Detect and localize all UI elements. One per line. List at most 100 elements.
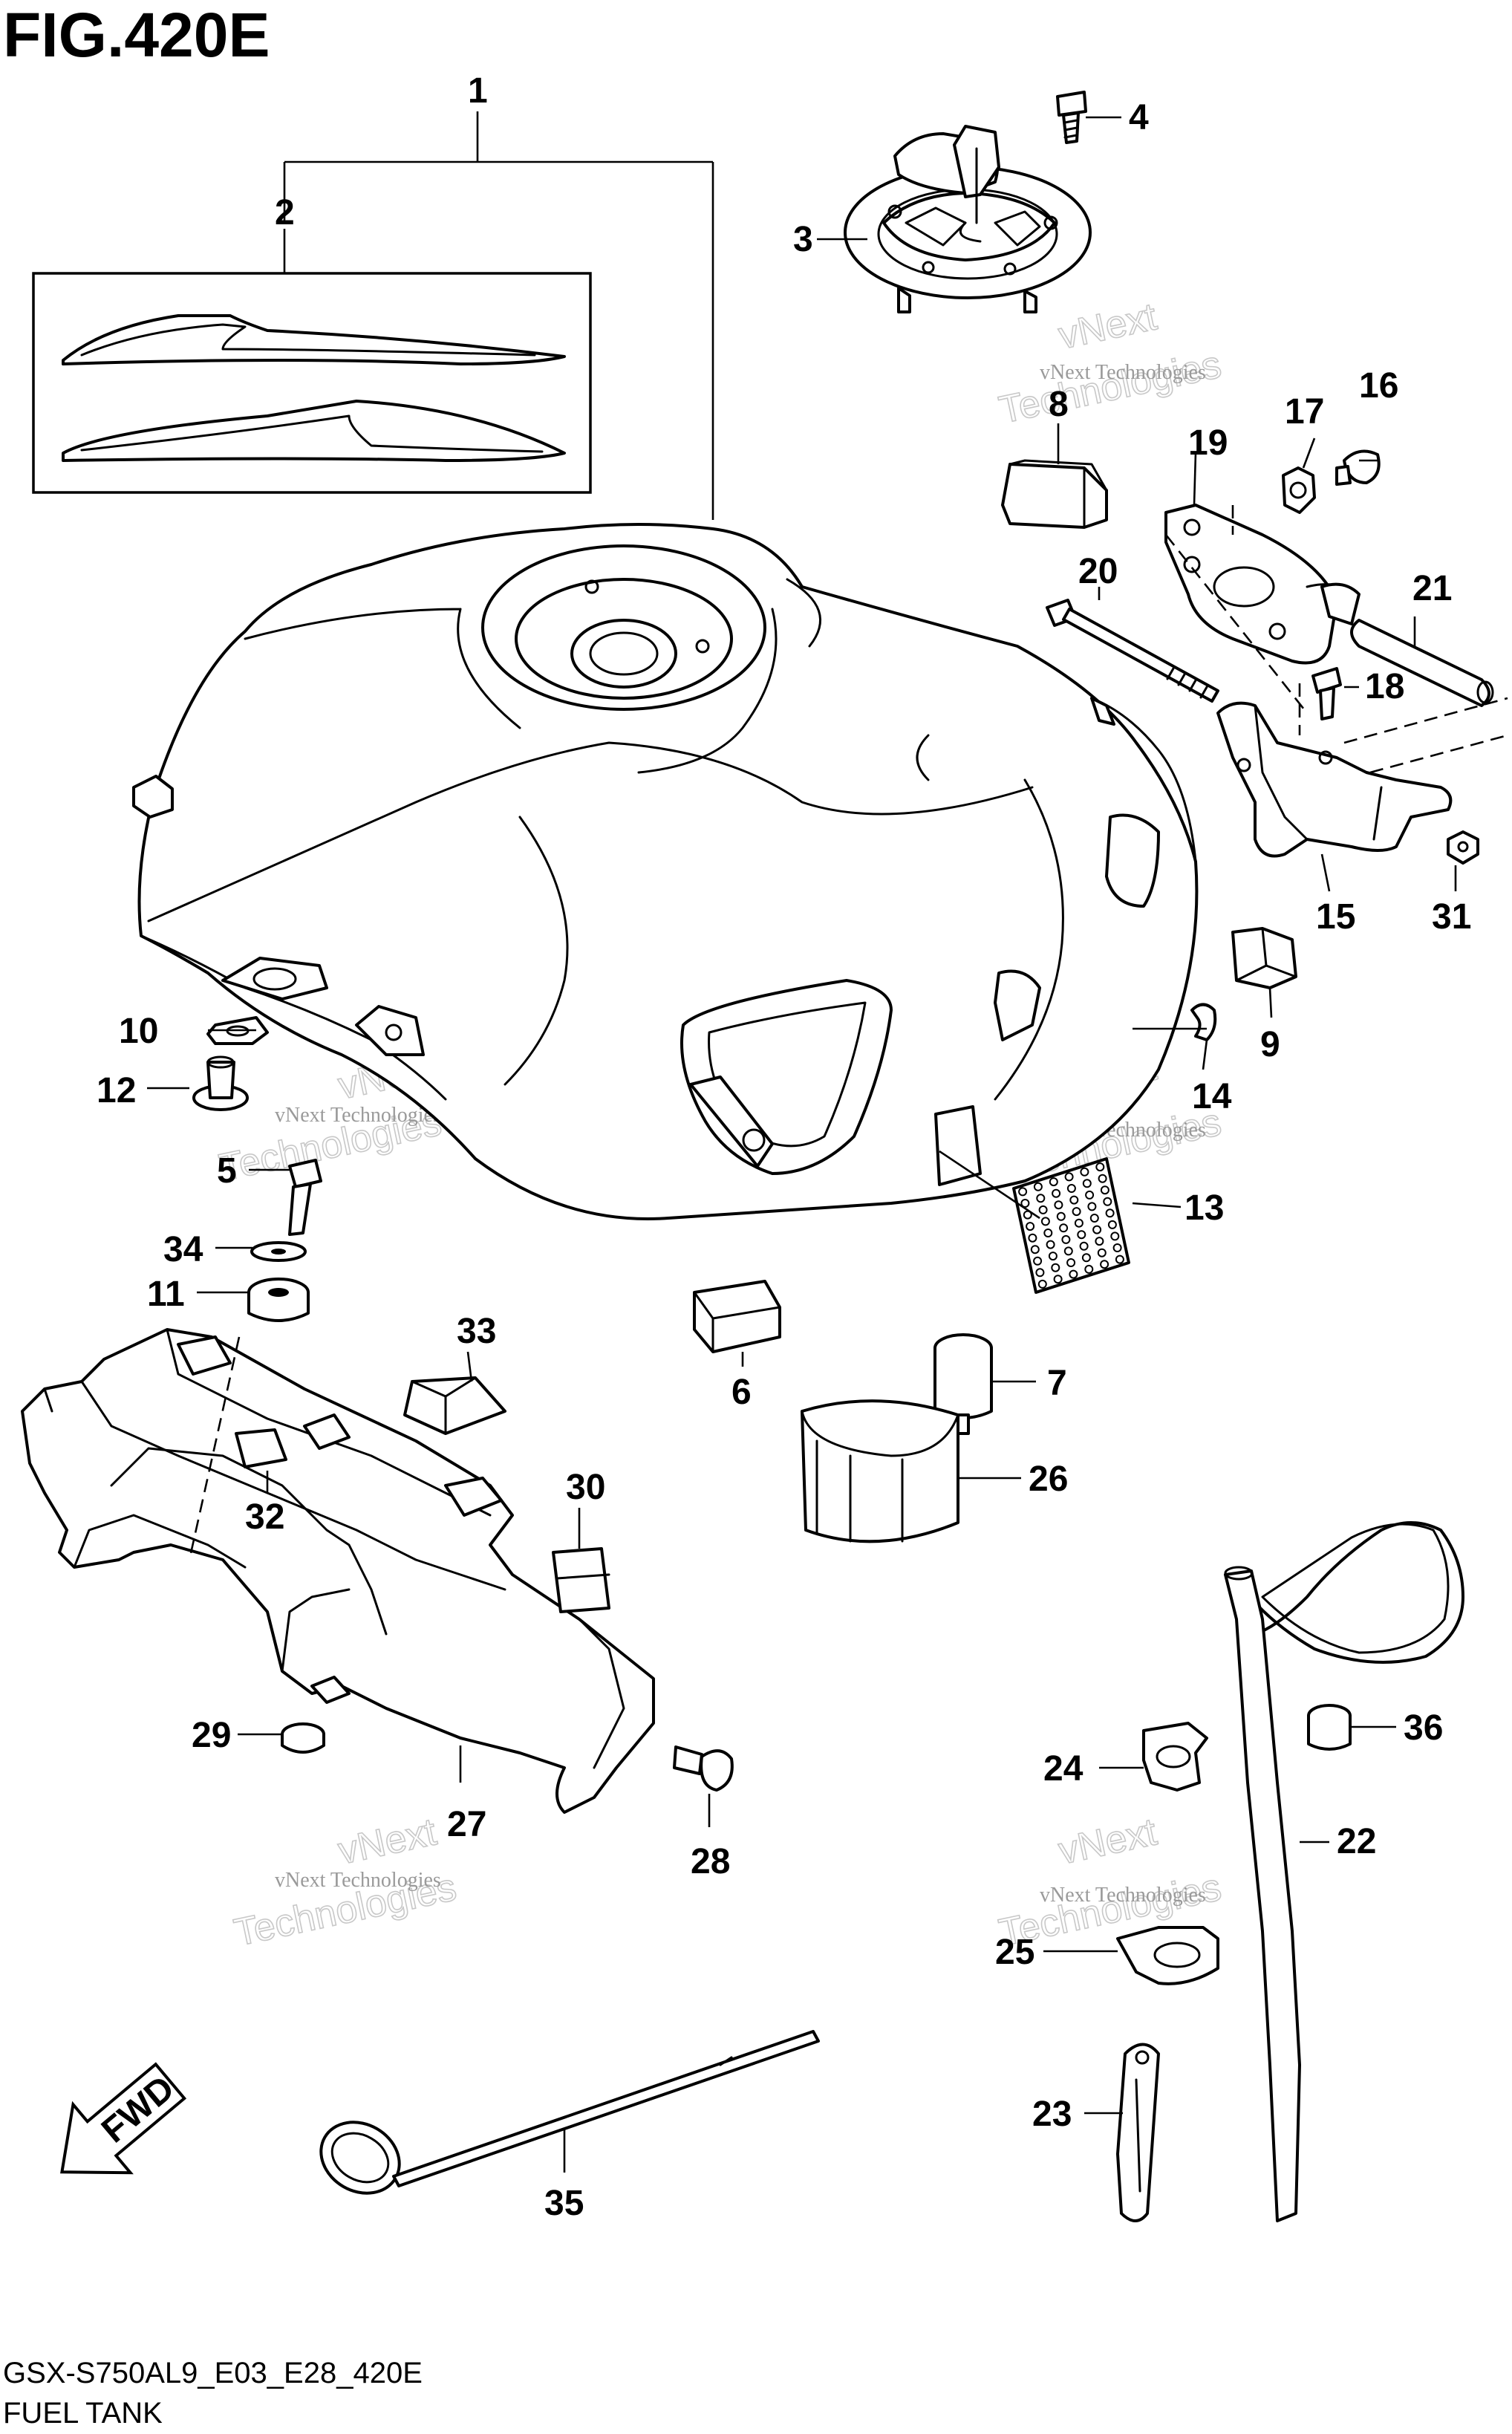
callout-36: 36 bbox=[1404, 1708, 1443, 1748]
callout-34: 34 bbox=[163, 1230, 203, 1269]
part-15-bracket bbox=[1216, 701, 1453, 858]
watermark-text: Technologies bbox=[995, 343, 1225, 432]
pad-dot bbox=[1066, 1184, 1076, 1193]
callout-numbers: 1 2 3 4 5 6 7 8 9 10 11 12 13 14 15 16 1… bbox=[97, 71, 1471, 2223]
pad-dot bbox=[1053, 1275, 1063, 1284]
pad-dot bbox=[1026, 1222, 1035, 1231]
pad-dot bbox=[1038, 1205, 1048, 1214]
part-29-washer bbox=[281, 1722, 325, 1754]
pad-dot bbox=[1049, 1177, 1058, 1187]
callout-28: 28 bbox=[691, 1842, 730, 1881]
pad-dot bbox=[1066, 1258, 1076, 1267]
figure-name: FUEL TANK bbox=[3, 2397, 163, 2430]
pad-dot bbox=[1100, 1260, 1109, 1269]
callout-24: 24 bbox=[1043, 1749, 1084, 1789]
part-18-bolt bbox=[1311, 667, 1342, 720]
callout-21: 21 bbox=[1412, 569, 1452, 608]
callout-9: 9 bbox=[1260, 1025, 1280, 1064]
part-1-fuel-tank bbox=[132, 523, 1199, 1220]
pad-dot bbox=[1056, 1211, 1066, 1221]
callout-25: 25 bbox=[995, 1933, 1034, 1972]
part-35-rod bbox=[319, 2030, 820, 2195]
watermark-bottom-left: vNext Technologies vNext Technologies bbox=[230, 1809, 461, 1955]
fwd-arrow-icon: FWD bbox=[60, 2062, 187, 2175]
pad-dot bbox=[1059, 1223, 1069, 1233]
leader-lines bbox=[147, 116, 1457, 2173]
part-33-pad bbox=[403, 1376, 506, 1435]
callout-11: 11 bbox=[147, 1275, 185, 1314]
bracket-leaders bbox=[283, 111, 714, 520]
pad-dot bbox=[1018, 1187, 1028, 1197]
pad-dot bbox=[1036, 1194, 1046, 1203]
pad-dot bbox=[1082, 1179, 1092, 1188]
pad-dot bbox=[1100, 1185, 1109, 1195]
pad-dot bbox=[1089, 1214, 1099, 1223]
part-3-fuel-cap bbox=[844, 125, 1092, 313]
callout-14: 14 bbox=[1192, 1077, 1232, 1116]
pad-dot bbox=[1033, 1256, 1043, 1266]
watermark-text: vNext Technologies bbox=[1040, 361, 1206, 384]
callout-8: 8 bbox=[1049, 385, 1069, 424]
pad-dot bbox=[1087, 1202, 1097, 1211]
pad-dot bbox=[1115, 1255, 1124, 1264]
watermark-text: vNext Technologies bbox=[1040, 1884, 1206, 1907]
watermark-text: vNext Technologies bbox=[275, 1869, 441, 1892]
part-31-nut bbox=[1447, 830, 1479, 865]
callout-6: 6 bbox=[731, 1373, 752, 1412]
pad-dot bbox=[1069, 1195, 1079, 1205]
part-9-cushion bbox=[1231, 927, 1297, 989]
callout-7: 7 bbox=[1047, 1364, 1067, 1403]
callout-17: 17 bbox=[1285, 392, 1324, 432]
pad-dot bbox=[1095, 1237, 1104, 1246]
pad-dot bbox=[1084, 1264, 1094, 1274]
part-28-bolt bbox=[673, 1745, 734, 1792]
callout-20: 20 bbox=[1078, 552, 1118, 591]
callout-16: 16 bbox=[1359, 366, 1398, 406]
part-25-clamp bbox=[1116, 1926, 1219, 1985]
callout-27: 27 bbox=[447, 1805, 486, 1844]
pad-texture bbox=[1018, 1162, 1124, 1289]
pad-dot bbox=[1095, 1162, 1105, 1172]
watermark-text: vNext bbox=[1055, 1810, 1161, 1872]
part-20-bolt bbox=[1046, 599, 1219, 703]
pad-dot bbox=[1061, 1234, 1071, 1244]
watermark-text: vNext bbox=[1055, 295, 1161, 357]
callout-33: 33 bbox=[457, 1312, 496, 1351]
pad-dot bbox=[1103, 1197, 1112, 1206]
callout-10: 10 bbox=[119, 1012, 158, 1051]
callout-2: 2 bbox=[275, 193, 295, 232]
pad-dot bbox=[1069, 1269, 1078, 1279]
pad-dot bbox=[1079, 1241, 1089, 1251]
pad-dot bbox=[1105, 1208, 1115, 1218]
pad-dot bbox=[1046, 1240, 1055, 1249]
callout-26: 26 bbox=[1029, 1460, 1068, 1499]
pad-dot bbox=[1063, 1246, 1073, 1256]
part-8-cushion bbox=[1001, 459, 1108, 529]
pad-dot bbox=[1085, 1190, 1095, 1200]
part-13-pad bbox=[1012, 1157, 1130, 1294]
part-17-grommet bbox=[1282, 466, 1316, 514]
pad-dot bbox=[1080, 1167, 1089, 1177]
pad-dot bbox=[1098, 1174, 1107, 1183]
part-32-pad bbox=[235, 1428, 287, 1468]
part-21-rod bbox=[1320, 582, 1494, 707]
callout-12: 12 bbox=[97, 1071, 136, 1110]
figure-title: FIG.420E bbox=[3, 0, 270, 70]
pad-dot bbox=[1020, 1199, 1030, 1208]
pad-dot bbox=[1048, 1252, 1058, 1261]
callout-35: 35 bbox=[544, 2184, 584, 2223]
pad-dot bbox=[1107, 1220, 1117, 1229]
pad-dot bbox=[1072, 1207, 1081, 1217]
pad-dot bbox=[1077, 1230, 1086, 1240]
callout-22: 22 bbox=[1337, 1822, 1376, 1861]
figure-code: GSX-S750AL9_E03_E28_420E bbox=[3, 2357, 423, 2389]
part-7-damper bbox=[933, 1333, 993, 1435]
watermark-text: vNext bbox=[334, 1810, 440, 1872]
pad-dot bbox=[1081, 1253, 1091, 1263]
callout-4: 4 bbox=[1129, 98, 1149, 137]
part-19-bracket bbox=[1164, 504, 1357, 665]
part-27-tray bbox=[21, 1328, 655, 1814]
part-14-clip bbox=[1190, 1003, 1217, 1041]
part-12-collar bbox=[192, 1055, 249, 1111]
